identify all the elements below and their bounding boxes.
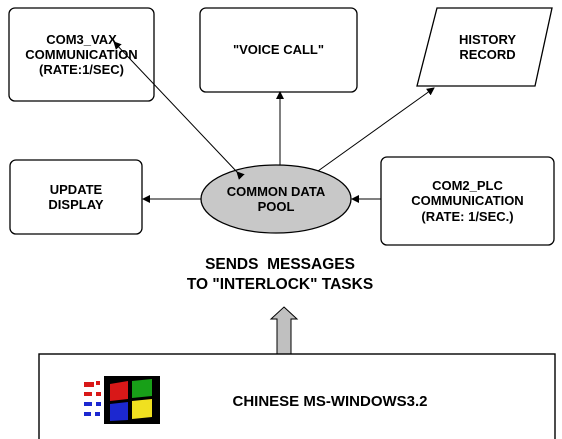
update-display-label: UPDATE DISPLAY xyxy=(10,160,142,234)
update-display-line-2: DISPLAY xyxy=(48,197,104,212)
com2-plc-line-3: (RATE: 1/SEC.) xyxy=(421,208,514,224)
os-to-pool-arrow xyxy=(269,306,299,355)
com2-plc-box xyxy=(380,156,555,246)
connector-pool-to-history xyxy=(317,87,435,172)
com2-plc-label: COM2_PLC COMMUNICATION (RATE: 1/SEC.) xyxy=(381,157,554,245)
sends-messages-line-2: TO "INTERLOCK" TASKS xyxy=(186,276,374,293)
common-pool-label: COMMON DATA POOL xyxy=(201,165,351,233)
voice-call-line-1: "VOICE CALL" xyxy=(232,42,325,58)
update-display-line-1: UPDATE xyxy=(49,181,103,197)
sends-messages-caption: SENDS MESSAGES TO "INTERLOCK" TASKS xyxy=(130,250,430,300)
com2-plc-line-1: COM2_PLC xyxy=(432,178,503,193)
os-label: CHINESE MS-WINDOWS3.2 xyxy=(232,393,428,411)
history-record-line-1: HISTORY xyxy=(458,31,517,47)
history-record-parallelogram xyxy=(416,7,553,87)
voice-call-label: "VOICE CALL" xyxy=(200,8,357,92)
com2-plc-line-2: COMMUNICATION xyxy=(411,193,524,209)
common-pool-line-2: POOL xyxy=(257,199,295,214)
history-record-line-2: RECORD xyxy=(459,47,516,62)
connector-vax-to-pool xyxy=(113,41,245,180)
windows-logo-icon xyxy=(84,376,160,424)
com3-vax-line-2: COMMUNICATION xyxy=(25,46,138,62)
sends-messages-line-1: SENDS MESSAGES xyxy=(205,255,355,273)
com3-vax-line-3: (RATE:1/SEC) xyxy=(39,62,124,78)
com3-vax-line-1: COM3_VAX xyxy=(46,31,117,47)
com3-vax-label: COM3_VAX COMMUNICATION (RATE:1/SEC) xyxy=(9,8,154,101)
common-pool-line-1: COMMON DATA xyxy=(226,183,326,199)
history-record-label: HISTORY RECORD xyxy=(425,8,550,86)
